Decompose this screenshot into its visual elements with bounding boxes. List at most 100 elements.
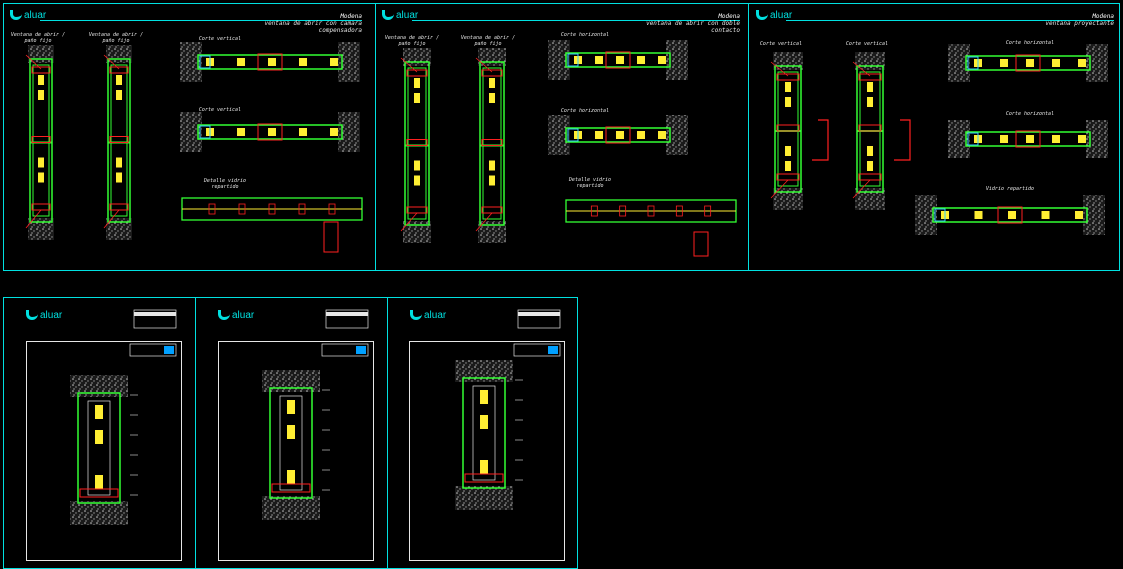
gasket	[1015, 130, 1041, 148]
title-block-band	[134, 312, 176, 316]
glass-bead	[95, 430, 103, 444]
leader	[103, 209, 120, 229]
glass-bead	[414, 160, 420, 171]
gasket	[858, 173, 882, 181]
title-line1: Modena	[718, 13, 740, 20]
glass-bead	[658, 56, 666, 64]
glass-bead	[414, 175, 420, 186]
gasket	[208, 203, 216, 215]
title-line2: ventana proyectante	[1045, 20, 1114, 27]
profile-outline	[197, 54, 343, 70]
wall-hatch	[180, 42, 202, 82]
gasket	[590, 205, 598, 217]
glass-bead	[785, 82, 791, 92]
profile-inner	[859, 71, 881, 187]
title-block-mark	[164, 346, 174, 354]
sheet-title: Modena ventana proyectante	[1004, 13, 1114, 27]
profile-outline	[565, 127, 671, 143]
glass-bead	[480, 460, 488, 474]
gasket	[298, 203, 306, 215]
leader	[103, 54, 120, 70]
brand-logo: aluar	[10, 10, 46, 21]
wall-hatch	[548, 40, 570, 80]
sheet-title: Modena ventana de abrir con doble contac…	[630, 13, 740, 34]
wall-hatch	[403, 221, 431, 243]
glass-bead	[785, 161, 791, 171]
sheet-title: Modena ventana de abrir con camara compe…	[250, 13, 362, 34]
wall-hatch	[262, 370, 320, 392]
leader	[770, 61, 789, 77]
title-block-band	[518, 312, 560, 316]
gasket	[619, 205, 627, 217]
gasket	[31, 203, 51, 211]
drawing-label: Ventana de abrir / paño fijo	[10, 32, 66, 44]
glass-bead	[867, 161, 873, 171]
gasket	[997, 206, 1023, 224]
gasket	[268, 203, 276, 215]
drawing-label: Corte vertical	[198, 107, 242, 113]
wall-hatch	[773, 188, 803, 210]
profile-outline	[404, 61, 430, 226]
glass-bead	[785, 97, 791, 107]
glass-bead	[1052, 59, 1060, 67]
drawing-frame	[218, 341, 374, 561]
drawing-label: Corte horizontal	[560, 32, 610, 38]
glass-bead	[1026, 135, 1034, 143]
drawing-label: Detalle vidrio repartido	[203, 178, 247, 190]
glass-bead	[1075, 211, 1083, 219]
gasket	[109, 136, 129, 143]
drawing-frame	[409, 341, 565, 561]
header-rule	[40, 20, 362, 21]
glass-bead	[1000, 59, 1008, 67]
glass-bead	[414, 93, 420, 103]
glass-bead	[1026, 59, 1034, 67]
glass-bead	[287, 425, 295, 439]
title-block	[133, 309, 177, 329]
glass-bead	[287, 400, 295, 414]
leader	[400, 57, 418, 73]
profile-outline	[77, 392, 121, 504]
glass-bead	[489, 93, 495, 103]
gasket	[776, 73, 800, 81]
title-block-band	[326, 312, 368, 316]
drain	[967, 56, 979, 70]
glass-bead	[489, 78, 495, 88]
projecting-arm	[894, 119, 911, 161]
glass-bead	[268, 128, 276, 136]
glass-bead	[116, 157, 122, 168]
glass-bead	[299, 58, 307, 66]
glass-bead	[116, 90, 122, 100]
glass-bead	[38, 157, 44, 168]
drain	[567, 53, 579, 67]
glass-bead	[95, 405, 103, 419]
title-block	[129, 343, 177, 357]
drawing-label: Detalle vidrio repartido	[568, 177, 612, 189]
glass-bead	[38, 90, 44, 100]
drawing-label: Ventana de abrir / paño fijo	[88, 32, 144, 44]
gasket	[109, 66, 129, 74]
glass-bead	[287, 470, 295, 484]
glass-bead	[489, 175, 495, 186]
title-block	[517, 309, 561, 329]
title-block	[513, 343, 561, 357]
title-block	[321, 343, 369, 357]
logo-mark-icon	[382, 10, 394, 20]
glass-bead	[616, 131, 624, 139]
wall-hatch	[180, 112, 202, 152]
wall-hatch	[548, 115, 570, 155]
drawing-label: Corte vertical	[198, 36, 242, 42]
logo-mark-icon	[410, 310, 422, 320]
glass-bead	[95, 475, 103, 489]
glass-bead	[867, 82, 873, 92]
wall-hatch	[666, 40, 688, 80]
glass-pane	[87, 400, 111, 496]
logo-mark-icon	[26, 310, 38, 320]
profile-inner	[482, 67, 502, 220]
glass-bead	[1008, 211, 1016, 219]
glass-bead	[330, 128, 338, 136]
wall-hatch	[28, 218, 54, 240]
glass-bead	[1052, 135, 1060, 143]
glass-bead	[658, 131, 666, 139]
header-rule	[412, 20, 740, 21]
drain	[199, 55, 211, 69]
